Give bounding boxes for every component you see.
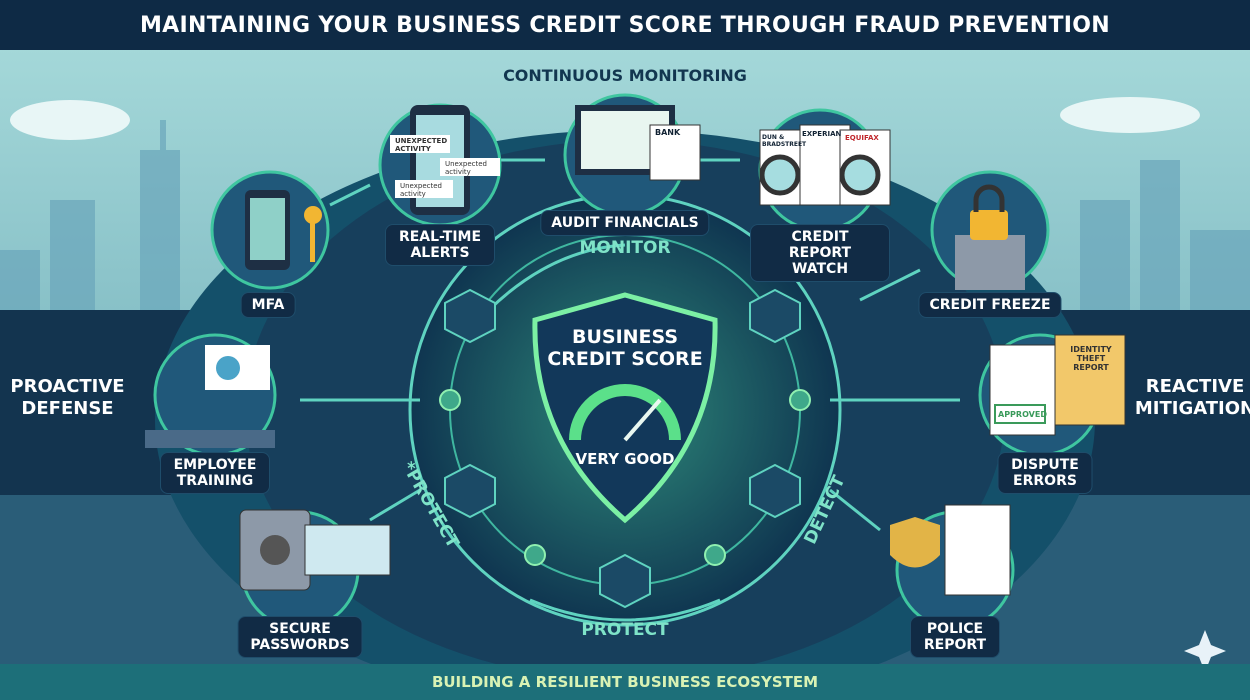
node-credit-freeze: CREDIT FREEZE bbox=[918, 292, 1062, 318]
hex-icons bbox=[444, 288, 801, 609]
reactive-mitigation-label: REACTIVE MITIGATION bbox=[1134, 376, 1250, 419]
page-title: MAINTAINING YOUR BUSINESS CREDIT SCORE T… bbox=[0, 0, 1250, 50]
node-real-time-alerts: REAL-TIME ALERTS bbox=[385, 224, 495, 266]
node-employee-training: EMPLOYEE TRAINING bbox=[160, 452, 270, 494]
cloud bbox=[1060, 97, 1200, 133]
footer-banner: BUILDING A RESILIENT BUSINESS ECOSYSTEM bbox=[0, 664, 1250, 700]
proactive-defense-label: PROACTIVE DEFENSE bbox=[10, 376, 125, 419]
node-secure-passwords: SECURE PASSWORDS bbox=[237, 616, 363, 658]
alert-text: UNEXPECTED ACTIVITY bbox=[395, 137, 448, 153]
sparkle-icon bbox=[1184, 630, 1226, 672]
cloud bbox=[10, 100, 130, 140]
approved-stamp: APPROVED bbox=[998, 410, 1047, 419]
city-skyline bbox=[0, 120, 1250, 330]
node-illustrations bbox=[145, 105, 1126, 596]
credit-gauge bbox=[569, 384, 681, 441]
node-audit-financials: AUDIT FINANCIALS bbox=[540, 210, 710, 236]
node-dispute-errors: DISPUTE ERRORS bbox=[997, 452, 1093, 494]
center-title: BUSINESS CREDIT SCORE bbox=[547, 326, 703, 370]
bank-doc-label: BANK bbox=[655, 128, 681, 137]
credit-rating: VERY GOOD bbox=[575, 450, 675, 468]
bureau-label: EXPERIAN bbox=[802, 130, 842, 138]
bureau-label: EQUIFAX bbox=[845, 134, 879, 142]
node-credit-report-watch: CREDIT REPORT WATCH bbox=[750, 224, 890, 282]
alert-text: Unexpected activity bbox=[400, 182, 442, 198]
subtitle: CONTINUOUS MONITORING bbox=[503, 66, 747, 85]
shield bbox=[532, 292, 718, 524]
node-police-report: POLICE REPORT bbox=[910, 616, 1000, 658]
ring-label-protect: PROTECT bbox=[581, 620, 669, 640]
ring-label-monitor: MONITOR bbox=[579, 238, 671, 258]
node-mfa: MFA bbox=[240, 292, 296, 318]
bureau-label: DUN & BRADSTREET bbox=[762, 134, 807, 148]
folder-label: IDENTITY THEFT REPORT bbox=[1070, 345, 1112, 372]
alert-text: Unexpected activity bbox=[445, 160, 487, 176]
